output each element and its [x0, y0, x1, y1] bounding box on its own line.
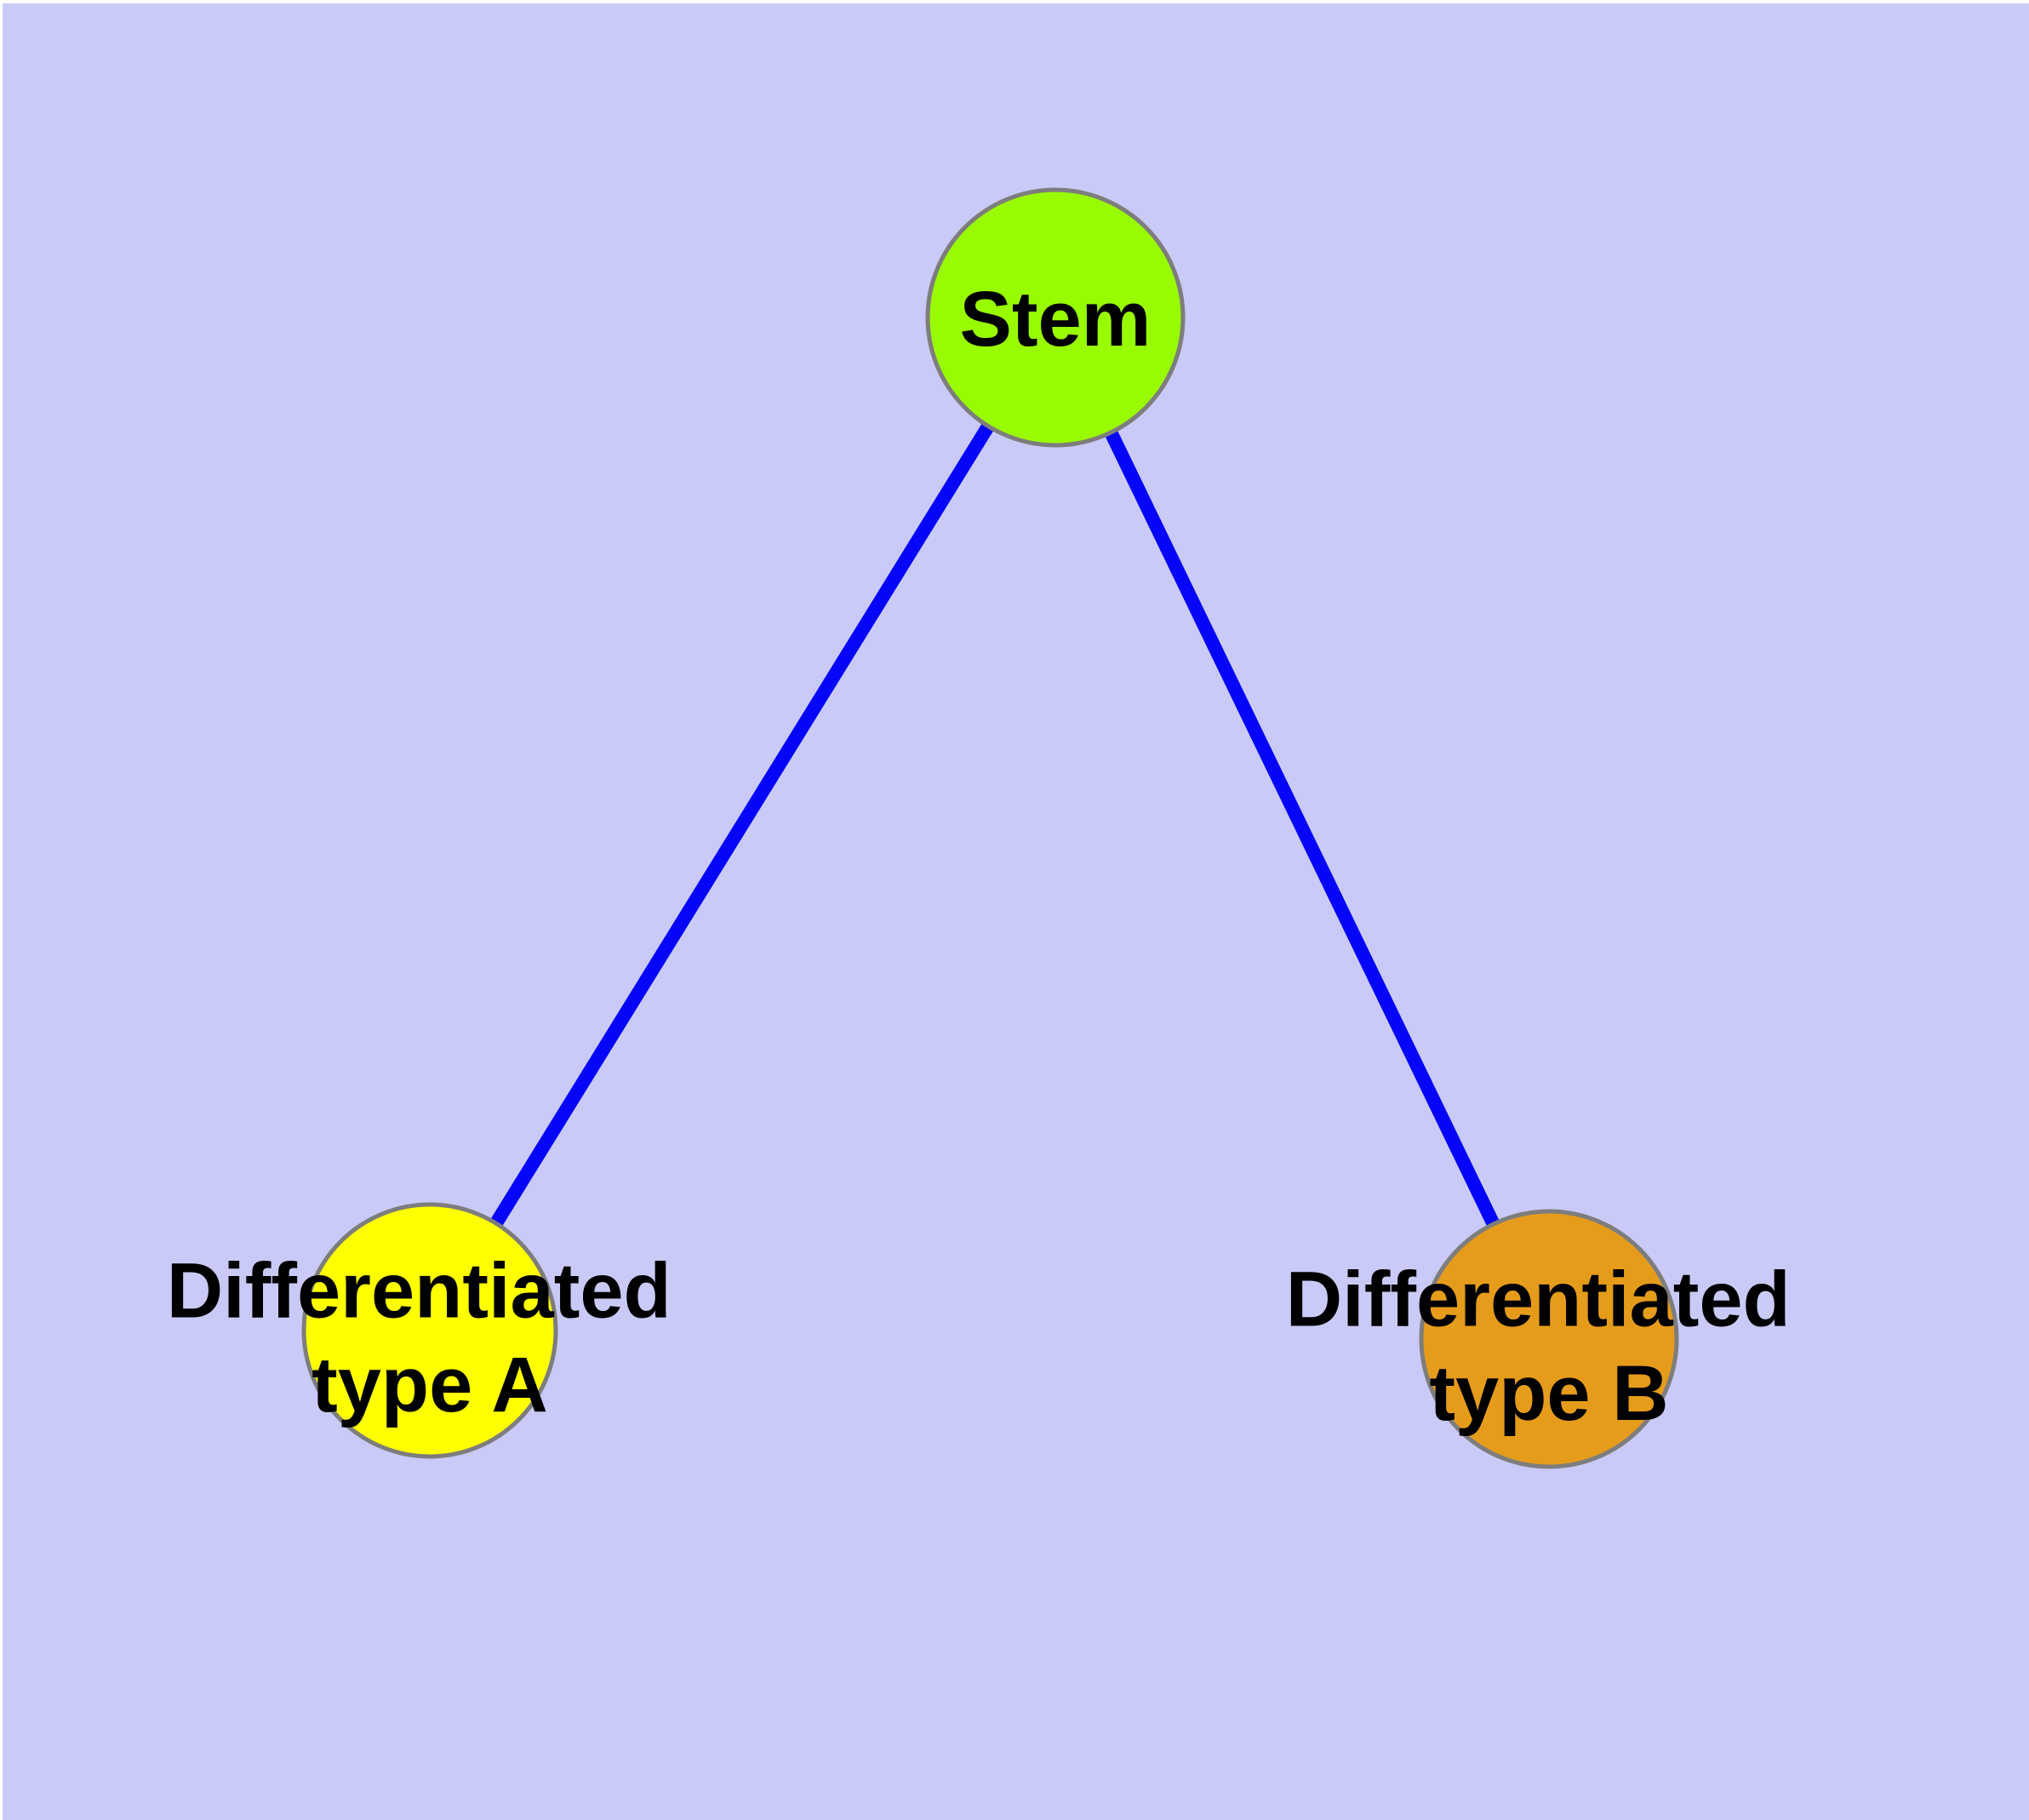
node-differentiated-type-b: Differentiated type B: [1286, 1209, 1813, 1469]
type-a-node-label-line2: type A: [311, 1342, 548, 1428]
edge-stem-to-type-b: [1049, 314, 1556, 1342]
type-a-node-circle: [301, 1202, 558, 1459]
node-differentiated-type-a: Differentiated type A: [167, 1202, 694, 1459]
type-b-node-label-line1: Differentiated: [1286, 1256, 1791, 1342]
node-stem: Stem: [925, 187, 1186, 448]
type-b-node-label-line2: type B: [1429, 1350, 1668, 1437]
stem-node-label-line1: Stem: [960, 276, 1152, 363]
edge-stem-to-type-a: [424, 313, 1061, 1335]
stem-node-label: Stem: [960, 276, 1152, 363]
type-b-node-label: Differentiated type B: [1286, 1256, 1813, 1436]
type-a-node-label-line1: Differentiated: [167, 1247, 672, 1334]
type-a-node-label: Differentiated type A: [167, 1247, 694, 1428]
stem-node-circle: [925, 187, 1186, 448]
type-b-node-circle: [1419, 1209, 1679, 1469]
